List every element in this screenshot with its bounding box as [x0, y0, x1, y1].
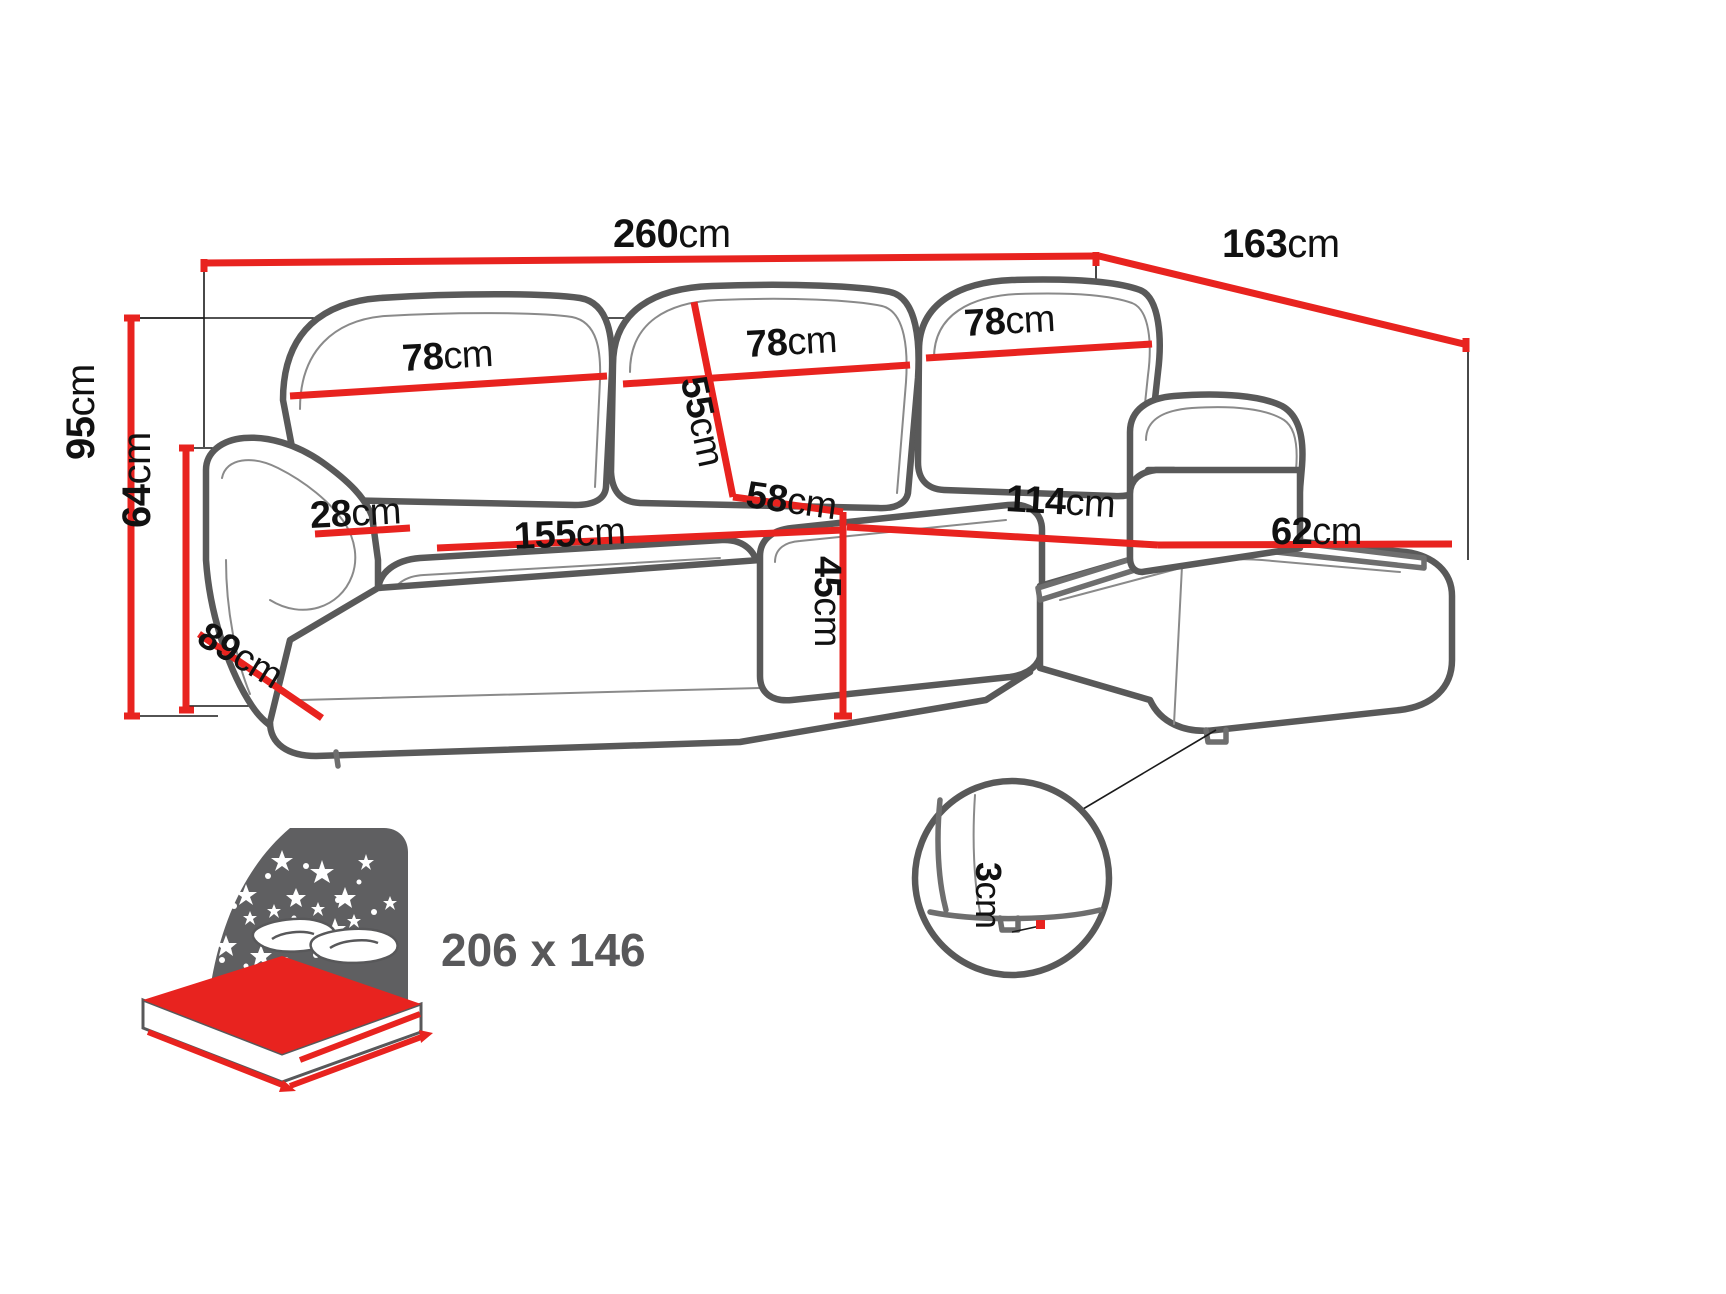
label-chaise-length: 114cm [1004, 478, 1117, 527]
label-seat-back-height: 64cm [115, 432, 159, 528]
label-total-height: 95cm [59, 364, 103, 460]
label-backrest-left: 78cm [400, 332, 495, 380]
label-total-depth: 163cm [1222, 222, 1340, 266]
label-total-width: 260cm [613, 212, 731, 256]
sleeping-area-label: 206 x 146 [441, 924, 646, 976]
label-seat-width: 155cm [512, 510, 627, 558]
leg-detail-magnifier [911, 729, 1217, 979]
label-seat-height: 45cm [806, 556, 848, 647]
dimension-lines [124, 252, 1470, 721]
label-leg-height: 3cm [968, 862, 1009, 929]
label-backrest-right: 78cm [962, 297, 1057, 345]
label-backrest-middle: 78cm [744, 318, 839, 366]
label-chaise-width: 62cm [1271, 511, 1362, 553]
bed-night-sky-icon [141, 828, 433, 1092]
label-armrest-height: 28cm [308, 490, 402, 537]
